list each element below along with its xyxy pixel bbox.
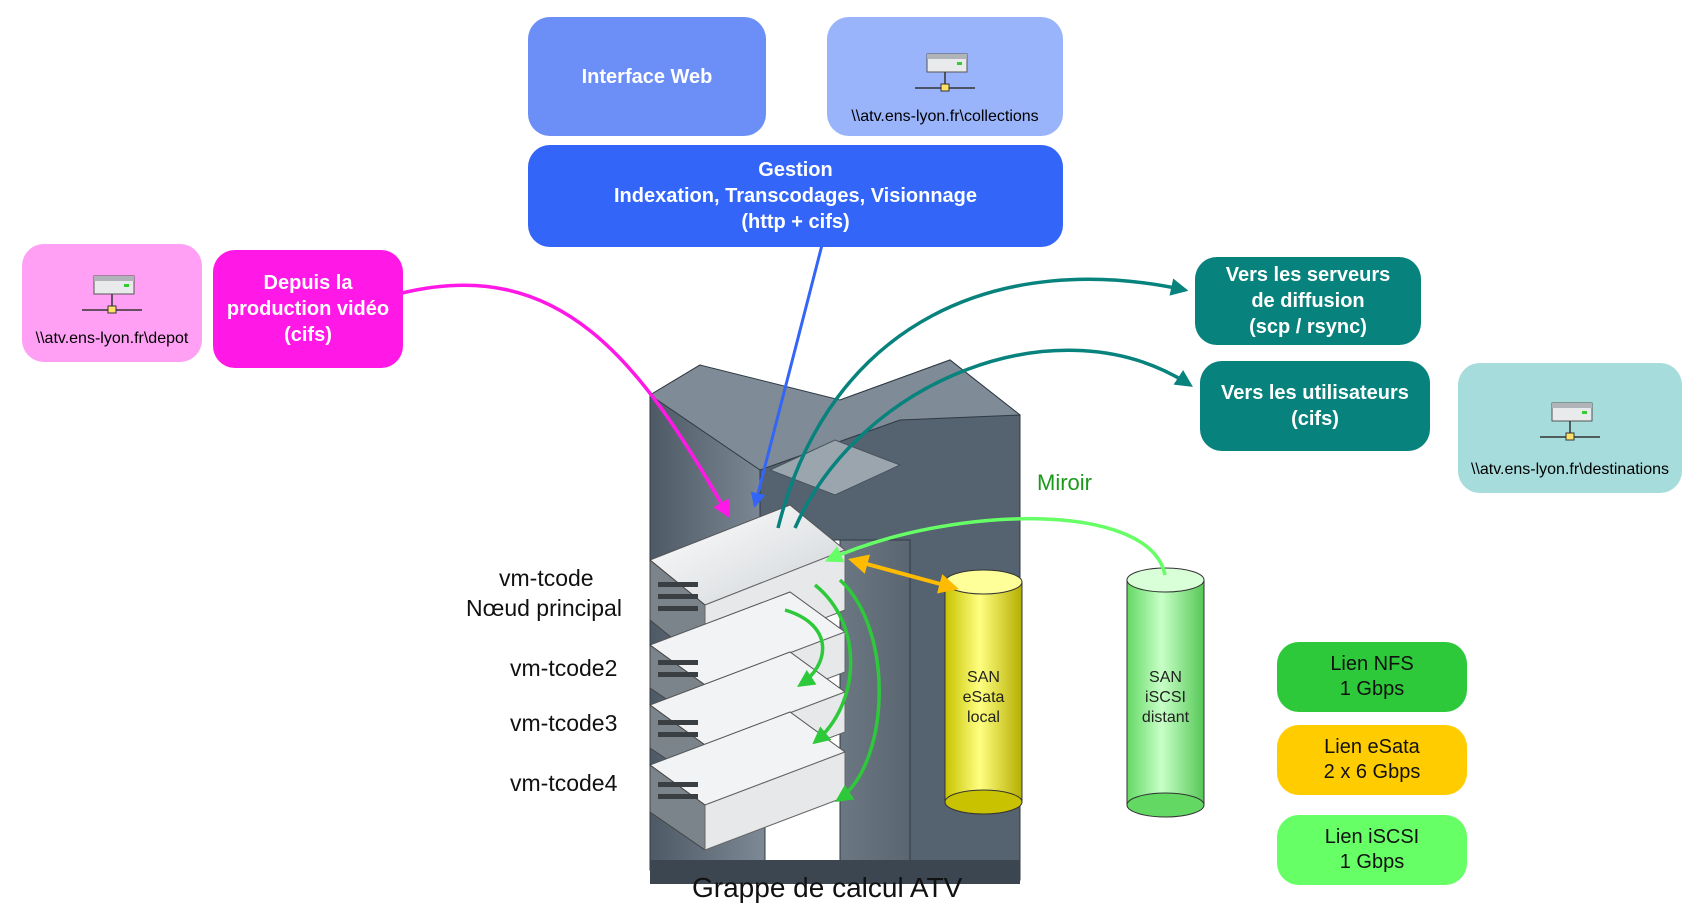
san-remote-line-1: SAN xyxy=(1149,669,1182,686)
legend-nfs: Lien NFS 1 Gbps xyxy=(1277,642,1467,712)
production-box: Depuis la production vidéo (cifs) xyxy=(213,250,403,368)
legend-iscsi-speed: 1 Gbps xyxy=(1339,851,1405,873)
node-main-name: vm-tcode xyxy=(499,565,594,591)
diffusion-line-3: (scp / rsync) xyxy=(1249,316,1367,338)
legend-iscsi: Lien iSCSI 1 Gbps xyxy=(1277,815,1467,885)
arrow-production-to-cluster xyxy=(401,283,730,519)
utilisateurs-line-2: (cifs) xyxy=(1291,408,1339,430)
collections-share-path: \\atv.ens-lyon.fr\collections xyxy=(851,108,1039,125)
arrow-mirror-iscsi xyxy=(824,516,1167,576)
file-server-icon xyxy=(82,275,142,314)
san-local-cylinder xyxy=(944,569,1023,815)
gestion-protocols: (http + cifs) xyxy=(741,211,850,233)
destinations-share-path: \\atv.ens-lyon.fr\destinations xyxy=(1470,461,1670,478)
san-remote-line-2: iSCSI xyxy=(1145,689,1186,706)
diffusion-line-2: de diffusion xyxy=(1251,290,1365,312)
legend-nfs-speed: 1 Gbps xyxy=(1339,678,1405,700)
file-server-icon xyxy=(1540,402,1600,441)
utilisateurs-box: Vers les utilisateurs (cifs) xyxy=(1200,361,1430,451)
production-line-3: (cifs) xyxy=(284,324,332,346)
legend-esata-speed: 2 x 6 Gbps xyxy=(1323,761,1421,783)
arrow-nfs-node3 xyxy=(812,583,853,745)
diffusion-line-1: Vers les serveurs xyxy=(1225,264,1391,286)
server-node4 xyxy=(648,711,847,851)
san-local-line-3: local xyxy=(967,709,1000,726)
file-server-icon xyxy=(915,53,975,92)
server-stack xyxy=(648,504,847,851)
legend-iscsi-title: Lien iSCSI xyxy=(1324,826,1420,848)
collections-share-box: \\atv.ens-lyon.fr\collections xyxy=(827,17,1063,136)
legend-esata: Lien eSata 2 x 6 Gbps xyxy=(1277,725,1467,795)
interface-web-box: Interface Web xyxy=(528,17,766,136)
node-main-role: Nœud principal xyxy=(466,595,622,621)
arrow-esata-link xyxy=(848,554,959,594)
san-remote-line-3: distant xyxy=(1141,709,1190,726)
node2-name: vm-tcode2 xyxy=(510,655,618,681)
mirror-label: Miroir xyxy=(1037,470,1092,495)
arrow-gestion-to-cluster xyxy=(750,244,824,508)
arrow-nfs-node2 xyxy=(784,608,825,687)
depot-share-box: \\atv.ens-lyon.fr\depot xyxy=(22,244,202,362)
production-line-2: production vidéo xyxy=(226,298,390,320)
production-line-1: Depuis la xyxy=(263,272,353,294)
san-local-label: SAN eSata local xyxy=(945,668,1022,728)
node4-name: vm-tcode4 xyxy=(510,770,618,796)
arrow-nfs-node4 xyxy=(835,578,881,802)
diffusion-box: Vers les serveurs de diffusion (scp / rs… xyxy=(1195,257,1421,345)
arrow-cluster-to-diffusion xyxy=(776,277,1189,529)
gestion-title: Gestion xyxy=(758,159,833,181)
interface-web-label: Interface Web xyxy=(581,65,713,88)
legend-esata-title: Lien eSata xyxy=(1324,736,1420,758)
cluster-label: Grappe de calcul ATV xyxy=(692,872,963,903)
san-local-line-1: SAN xyxy=(967,669,1000,686)
san-remote-cylinder xyxy=(1126,567,1205,818)
san-remote-label: SAN iSCSI distant xyxy=(1127,668,1204,728)
node3-name: vm-tcode3 xyxy=(510,710,618,736)
destinations-share-box: \\atv.ens-lyon.fr\destinations xyxy=(1458,363,1682,493)
legend-nfs-title: Lien NFS xyxy=(1330,653,1414,675)
depot-share-path: \\atv.ens-lyon.fr\depot xyxy=(35,330,189,347)
arrow-cluster-to-users xyxy=(793,348,1193,529)
utilisateurs-line-1: Vers les utilisateurs xyxy=(1221,382,1409,404)
gestion-tasks: Indexation, Transcodages, Visionnage xyxy=(613,185,978,207)
san-local-line-2: eSata xyxy=(962,689,1005,706)
gestion-box: Gestion Indexation, Transcodages, Vision… xyxy=(528,145,1063,247)
